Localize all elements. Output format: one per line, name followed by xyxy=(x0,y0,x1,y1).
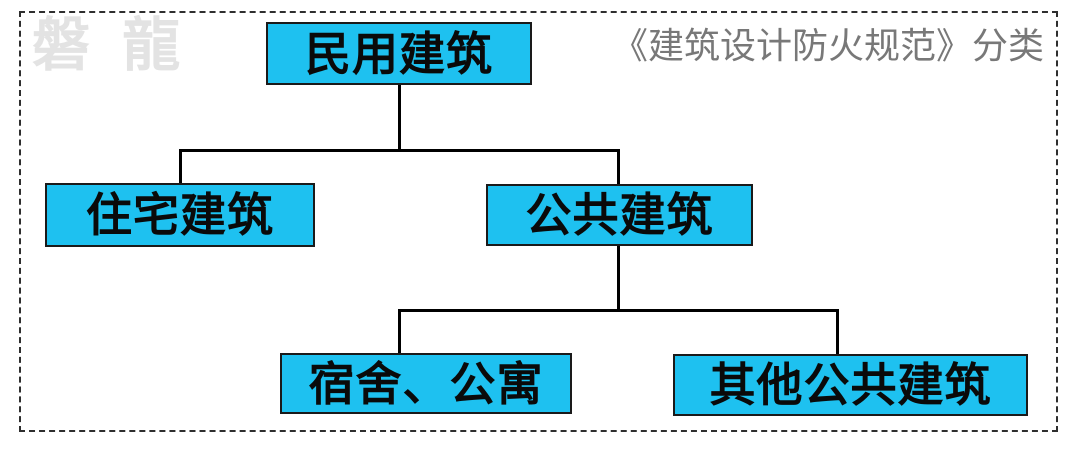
connector-drop-residential xyxy=(179,149,182,185)
connector-public-stem xyxy=(617,245,620,311)
connector-drop-public xyxy=(617,149,620,186)
node-dormitory-apartment: 宿舍、公寓 xyxy=(280,353,572,414)
node-residential-building: 住宅建筑 xyxy=(45,183,315,247)
node-public-building: 公共建筑 xyxy=(486,184,753,246)
node-civil-building: 民用建筑 xyxy=(266,22,532,85)
dashed-border-frame xyxy=(19,11,1058,432)
watermark-text: 磐 龍 xyxy=(32,11,187,79)
diagram-title: 《建筑设计防火规范》分类 xyxy=(611,26,1044,67)
connector-root-stem xyxy=(398,84,401,151)
connector-level2-crossbar xyxy=(398,309,839,312)
node-other-public-building: 其他公共建筑 xyxy=(673,354,1028,416)
connector-drop-dormitory xyxy=(398,309,401,355)
connector-level1-crossbar xyxy=(179,149,620,152)
connector-drop-other-public xyxy=(836,309,839,356)
